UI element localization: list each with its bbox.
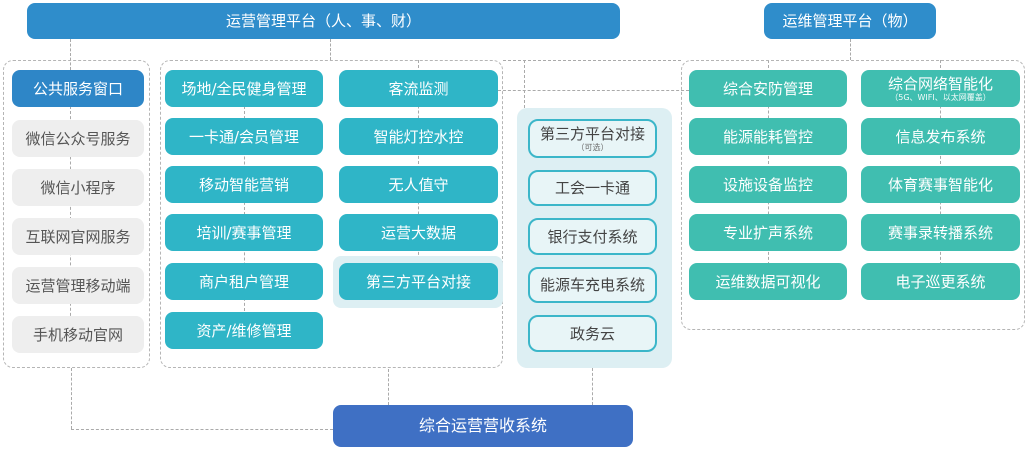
third-party-title[interactable]: 第三方平台对接（可选） <box>528 119 657 158</box>
maint-modules-group <box>681 60 1025 330</box>
connector <box>70 39 71 70</box>
list-item[interactable]: 运营管理移动端 <box>12 267 144 304</box>
ops-module[interactable]: 第三方平台对接 <box>339 263 498 300</box>
third-party-label: 第三方平台对接 <box>539 124 645 143</box>
ops-platform-header: 运营管理平台（人、事、财） <box>27 3 620 39</box>
maint-module[interactable]: 综合安防管理 <box>689 70 847 107</box>
ops-module[interactable]: 培训/赛事管理 <box>165 214 323 251</box>
list-item[interactable]: 互联网官网服务 <box>12 218 144 255</box>
maint-module[interactable]: 专业扩声系统 <box>689 214 847 251</box>
connector <box>850 39 851 60</box>
revenue-system: 综合运营营收系统 <box>333 405 633 447</box>
connector <box>592 368 593 405</box>
ops-module[interactable]: 资产/维修管理 <box>165 312 323 349</box>
third-party-item[interactable]: 银行支付系统 <box>528 218 657 255</box>
maint-module[interactable]: 设施设备监控 <box>689 166 847 203</box>
ops-module[interactable]: 运营大数据 <box>339 214 498 251</box>
third-party-item[interactable]: 工会一卡通 <box>528 170 657 206</box>
ops-module[interactable]: 商户租户管理 <box>165 263 323 300</box>
third-party-item[interactable]: 政务云 <box>528 315 657 352</box>
maint-module-note: （5G、WIFI、以太网覆盖） <box>890 92 991 102</box>
maint-module-label: 综合网络智能化 <box>887 74 993 93</box>
maint-platform-header: 运维管理平台（物） <box>764 3 936 39</box>
ops-modules-group <box>160 60 503 368</box>
connector <box>503 60 681 61</box>
maint-module[interactable]: 电子巡更系统 <box>861 263 1020 300</box>
connector <box>418 60 419 270</box>
public-window-title: 公共服务窗口 <box>12 70 144 107</box>
connector <box>388 369 389 405</box>
connector <box>524 60 525 108</box>
connector <box>71 368 72 429</box>
list-item[interactable]: 微信公众号服务 <box>12 120 144 157</box>
maint-module[interactable]: 体育赛事智能化 <box>861 166 1020 203</box>
connector <box>940 60 941 270</box>
maint-module[interactable]: 信息发布系统 <box>861 118 1020 155</box>
maint-module[interactable]: 综合网络智能化（5G、WIFI、以太网覆盖） <box>861 70 1020 107</box>
third-party-note: （可选） <box>576 142 609 152</box>
connector <box>244 106 245 316</box>
third-party-item[interactable]: 能源车充电系统 <box>528 267 657 303</box>
connector <box>330 39 331 60</box>
list-item[interactable]: 手机移动官网 <box>12 316 144 353</box>
maint-module[interactable]: 运维数据可视化 <box>689 263 847 300</box>
connector <box>498 90 689 91</box>
ops-module[interactable]: 智能灯控水控 <box>339 118 498 155</box>
ops-module[interactable]: 场地/全民健身管理 <box>165 70 323 107</box>
list-item[interactable]: 微信小程序 <box>12 169 144 206</box>
maint-module[interactable]: 赛事录转播系统 <box>861 214 1020 251</box>
public-window-group <box>3 60 150 368</box>
ops-module[interactable]: 一卡通/会员管理 <box>165 118 323 155</box>
maint-module[interactable]: 能源能耗管控 <box>689 118 847 155</box>
ops-module[interactable]: 移动智能营销 <box>165 166 323 203</box>
ops-module[interactable]: 无人值守 <box>339 166 498 203</box>
ops-module[interactable]: 客流监测 <box>339 70 498 107</box>
connector <box>71 429 333 430</box>
connector <box>768 60 769 270</box>
